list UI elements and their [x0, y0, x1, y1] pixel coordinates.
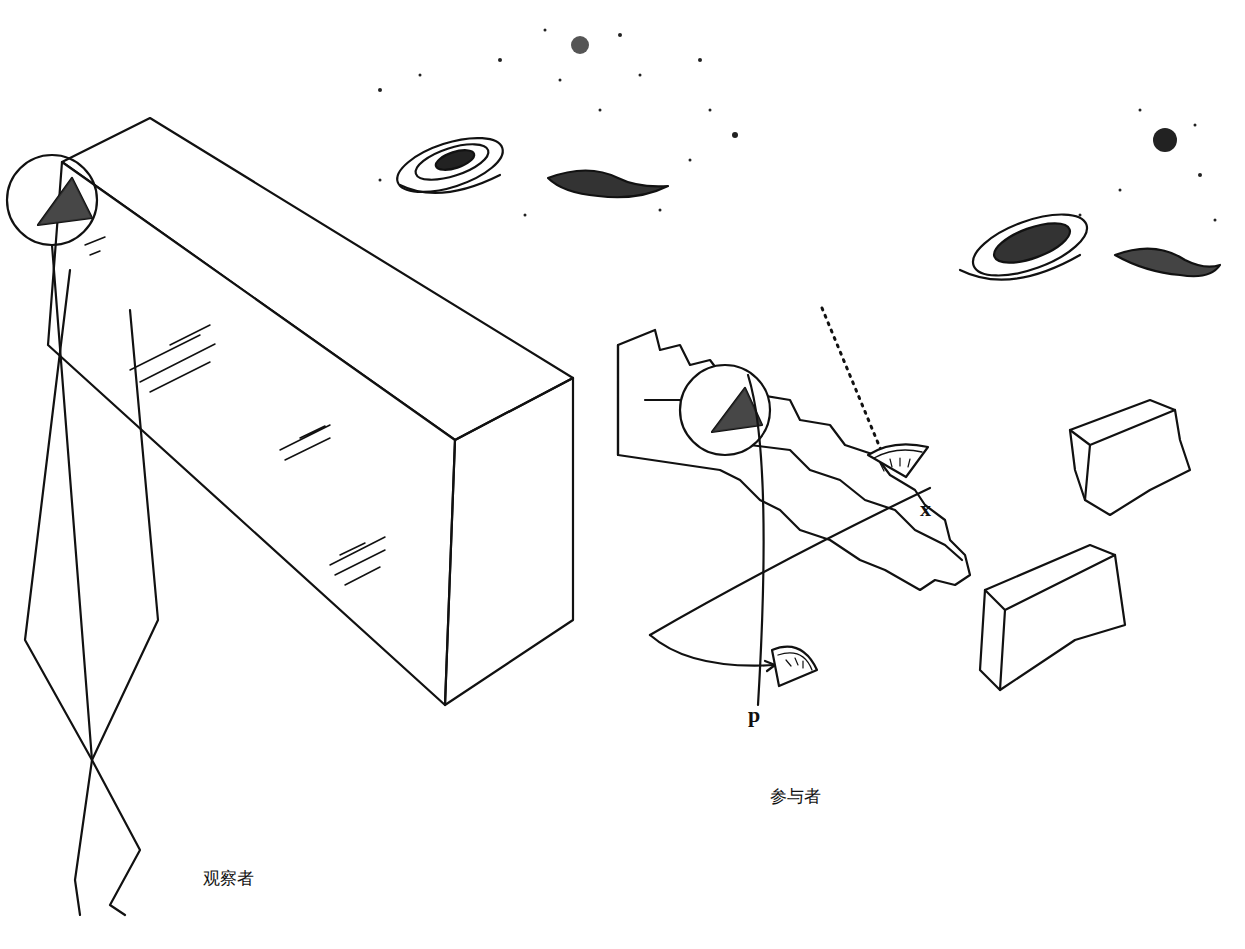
glass-slab: [48, 118, 573, 705]
variable-label: x: [920, 498, 931, 520]
galaxy-cluster: [960, 109, 1220, 289]
figure-caption: 参与者: [770, 788, 821, 805]
observer-figure: [7, 155, 158, 915]
galaxy-cluster: [378, 29, 738, 217]
variable-label: p: [748, 704, 760, 726]
participant-figure: [650, 308, 930, 705]
fragment: [1070, 400, 1190, 515]
fragment: [980, 545, 1125, 690]
broken-slab: [618, 330, 970, 590]
figure-caption: 观察者: [203, 870, 254, 887]
